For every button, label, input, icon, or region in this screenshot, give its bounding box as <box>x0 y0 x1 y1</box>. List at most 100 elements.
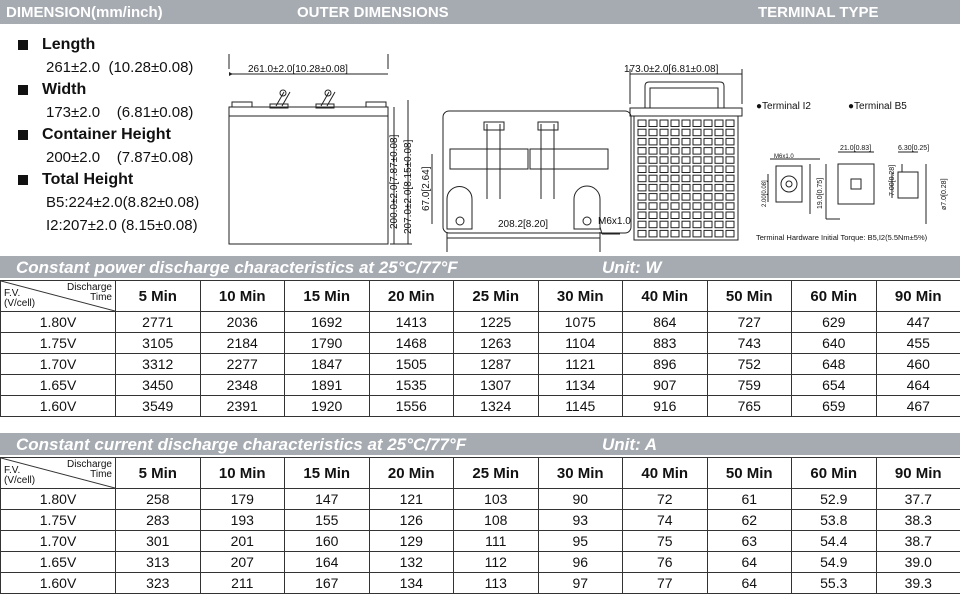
end-view-cell <box>648 220 658 229</box>
end-view-cell <box>703 229 713 238</box>
end-view-cell <box>692 165 702 173</box>
table-cell: 112 <box>453 551 539 573</box>
end-view-cell <box>681 229 691 238</box>
side-height-dim-1: 200.0±2.0[7.87±0.08] <box>389 134 400 229</box>
terminal-b5-d3: 6.30[0.25] <box>898 145 929 152</box>
end-view-cell <box>648 165 658 173</box>
column-header: 20 Min <box>368 457 454 489</box>
end-view-cell <box>659 211 669 219</box>
table-cell: 96 <box>537 551 623 573</box>
table-cell: 464 <box>875 374 960 396</box>
terminal-i2-label: ●Terminal I2 <box>756 101 811 112</box>
end-view-cell <box>714 183 724 192</box>
torque-note: Terminal Hardware Initial Torque: B5,I2(… <box>756 233 928 242</box>
end-view-cell <box>637 220 647 229</box>
table-cell: 916 <box>622 395 708 417</box>
table-cell: 95 <box>537 530 623 552</box>
width-label-row: Width <box>18 79 228 101</box>
column-header: 15 Min <box>284 280 370 312</box>
end-view-cell <box>659 229 669 238</box>
end-view-cell <box>681 156 691 164</box>
final-voltage-cell: 1.65V <box>0 551 116 573</box>
end-view-cell <box>703 211 713 219</box>
table-cell: 103 <box>453 488 539 510</box>
column-header: 40 Min <box>622 280 708 312</box>
table-cell: 864 <box>622 311 708 333</box>
table-cell: 1468 <box>368 332 454 354</box>
end-view-cell <box>692 193 702 201</box>
column-header: 5 Min <box>115 457 201 489</box>
table-cell: 1413 <box>368 311 454 333</box>
end-view-cell <box>648 229 658 238</box>
end-view-cell <box>637 211 647 219</box>
table-cell: 97 <box>537 572 623 594</box>
end-view-cells <box>637 119 735 238</box>
corner-vcell: (V/cell) <box>4 298 36 309</box>
end-view-cell <box>692 202 702 210</box>
column-header: 20 Min <box>368 280 454 312</box>
end-view-drawing <box>629 69 743 241</box>
container-mm: 200±2.0 <box>46 149 101 166</box>
table-cell: 1104 <box>537 332 623 354</box>
table-cell: 1920 <box>284 395 370 417</box>
end-view-cell <box>670 193 680 201</box>
table-cell: 121 <box>368 488 454 510</box>
top-bolt-dim: M6x1.0 <box>598 216 631 227</box>
end-view-cell <box>725 156 735 164</box>
width-in: (6.81±0.08) <box>116 104 194 121</box>
end-view-cell <box>725 183 735 192</box>
terminal-i2-m6: M6x1.0 <box>774 154 794 160</box>
end-view-cell <box>681 147 691 155</box>
table-cell: 759 <box>706 374 792 396</box>
end-view-cell <box>670 229 680 238</box>
table-cell: 38.3 <box>875 509 960 531</box>
terminal-i2-drawing <box>767 158 820 214</box>
end-view-cell <box>725 174 735 183</box>
table-cell: 72 <box>622 488 708 510</box>
end-view-cell <box>703 147 713 155</box>
end-view-cell <box>648 119 658 127</box>
terminal-b5-d4: 7.00[0.28] <box>889 165 896 196</box>
corner-discharge: Discharge <box>66 282 112 293</box>
end-view-cell <box>670 211 680 219</box>
end-view-cell <box>725 128 735 137</box>
column-header: 50 Min <box>706 457 792 489</box>
table-cell: 2036 <box>199 311 285 333</box>
bullet-square-icon <box>18 85 28 95</box>
end-view-cell <box>659 147 669 155</box>
end-view-cell <box>714 128 724 137</box>
end-view-cell <box>670 156 680 164</box>
final-voltage-cell: 1.65V <box>0 374 116 396</box>
end-view-cell <box>714 147 724 155</box>
table-cell: 126 <box>368 509 454 531</box>
current-table-title: Constant current discharge characteristi… <box>16 435 467 454</box>
dimension-spec-list: Length 261±2.0 (10.28±0.08) Width 173±2.… <box>18 34 228 237</box>
table-cell: 53.8 <box>791 509 877 531</box>
end-view-cell <box>670 220 680 229</box>
end-view-cell <box>714 156 724 164</box>
end-view-cell <box>692 174 702 183</box>
end-view-cell <box>637 156 647 164</box>
table-cell: 1847 <box>284 353 370 375</box>
end-view-cell <box>648 128 658 137</box>
end-view-cell <box>637 229 647 238</box>
end-view-cell <box>692 156 702 164</box>
table-cell: 313 <box>115 551 201 573</box>
width-label: Width <box>42 81 87 98</box>
table-cell: 1075 <box>537 311 623 333</box>
column-header: 25 Min <box>453 280 539 312</box>
table-cell: 108 <box>453 509 539 531</box>
end-view-cell <box>714 220 724 229</box>
table-cell: 1324 <box>453 395 539 417</box>
bullet-square-icon <box>18 175 28 185</box>
table-cell: 90 <box>537 488 623 510</box>
end-view-cell <box>703 174 713 183</box>
corner-time: Time <box>90 292 112 303</box>
